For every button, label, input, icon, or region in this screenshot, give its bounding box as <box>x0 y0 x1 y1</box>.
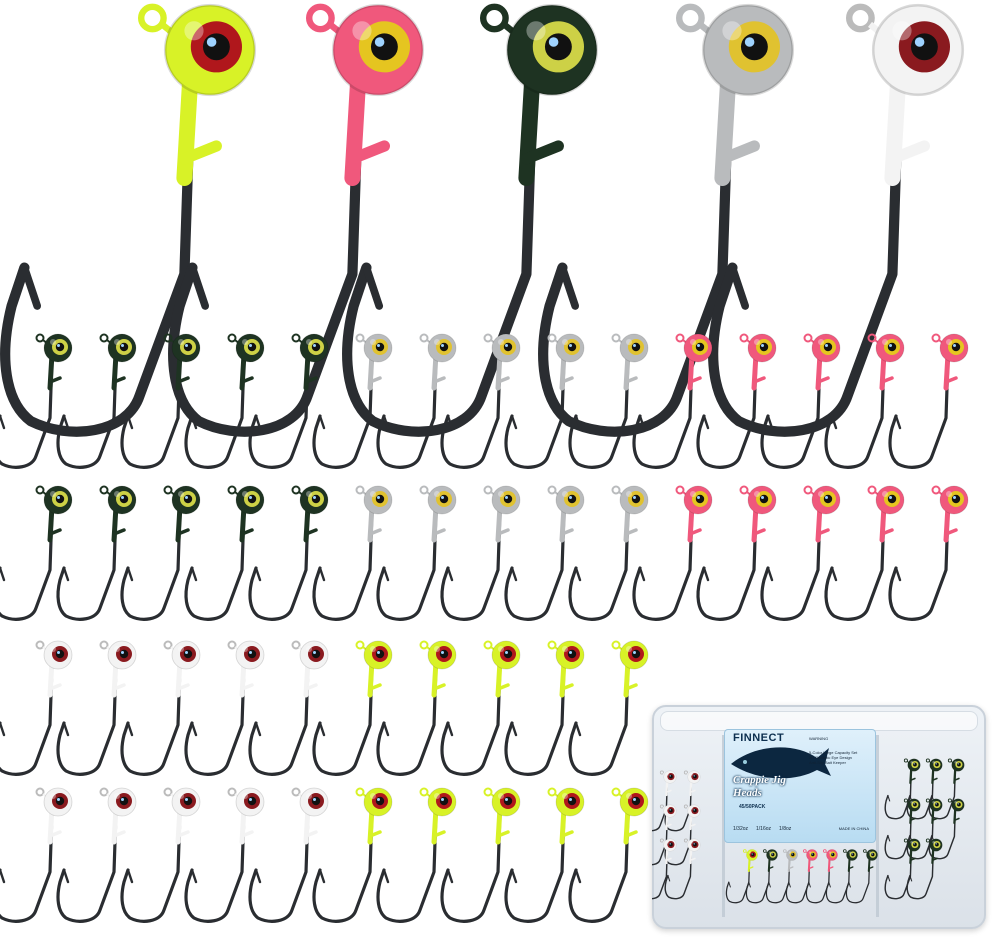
small-jig-pink <box>888 333 969 469</box>
box-jig-silver <box>765 849 798 904</box>
small-jig-silver <box>568 485 649 621</box>
box-divider <box>722 735 725 917</box>
large-jig-white <box>708 3 965 437</box>
warning-label: WARNING <box>809 736 829 741</box>
tackle-box: FINNECT WARNING 5-Color Large Capacity S… <box>652 705 986 929</box>
size-option: 1/16oz <box>756 826 772 832</box>
package-title: Crappie Jig Heads <box>733 774 786 799</box>
box-jig-pink <box>805 849 838 904</box>
small-jig-pink <box>696 485 777 621</box>
small-jig-white <box>248 640 329 776</box>
small-jig-pink <box>760 485 841 621</box>
fish-logo-icon <box>731 747 831 779</box>
box-jig-white <box>664 804 701 866</box>
small-jig-white <box>56 787 137 923</box>
box-jig-black <box>745 849 778 904</box>
small-jig-black <box>56 333 137 469</box>
box-jig-white <box>652 804 677 866</box>
box-jig-black <box>825 849 858 904</box>
small-jig-pink <box>696 333 777 469</box>
small-jig-pink <box>824 333 905 469</box>
small-jig-chartreuse <box>440 787 521 923</box>
small-jig-black <box>184 333 265 469</box>
box-jig-black <box>845 849 878 904</box>
size-options: 1/32oz 1/16oz 1/8oz <box>733 826 873 832</box>
small-jig-white <box>120 787 201 923</box>
box-jig-white <box>664 770 701 832</box>
small-jig-silver <box>440 485 521 621</box>
small-jig-chartreuse <box>568 640 649 776</box>
small-jig-pink <box>824 485 905 621</box>
small-jig-silver <box>504 485 585 621</box>
size-option: 1/32oz <box>733 826 749 832</box>
small-jig-silver <box>312 485 393 621</box>
small-jig-chartreuse <box>312 640 393 776</box>
small-jig-pink <box>760 333 841 469</box>
box-jig-black <box>928 758 965 820</box>
small-jig-silver <box>568 333 649 469</box>
made-in-label: MADE IN CHINA <box>838 826 869 831</box>
small-jig-black <box>56 485 137 621</box>
box-jig-white <box>652 838 677 900</box>
small-jig-chartreuse <box>504 640 585 776</box>
large-jig-black <box>342 3 599 437</box>
box-contents <box>652 758 965 904</box>
small-jig-chartreuse <box>568 787 649 923</box>
small-jig-white <box>120 640 201 776</box>
small-jig-black <box>0 485 73 621</box>
feature-item: Anti-Slip Bait Keeper <box>809 760 846 765</box>
small-jig-silver <box>504 333 585 469</box>
small-jig-chartreuse <box>376 640 457 776</box>
small-jig-chartreuse <box>312 787 393 923</box>
box-jig-black <box>884 798 921 860</box>
small-jig-white <box>248 787 329 923</box>
small-jig-white <box>184 640 265 776</box>
box-divider <box>876 735 879 917</box>
small-jig-silver <box>376 333 457 469</box>
box-jig-black <box>884 838 921 900</box>
brand-name: FINNECT <box>733 732 785 744</box>
small-jig-pink <box>888 485 969 621</box>
small-jig-white <box>0 640 73 776</box>
large-jig-silver <box>538 3 795 437</box>
small-jig-black <box>248 333 329 469</box>
small-jig-black <box>120 333 201 469</box>
box-jig-black <box>884 758 921 820</box>
small-jig-white <box>184 787 265 923</box>
small-jig-chartreuse <box>376 787 457 923</box>
small-jig-pink <box>632 485 713 621</box>
small-jig-black <box>0 333 73 469</box>
feature-item: 3D Realistic Eye Design <box>809 755 852 760</box>
pack-count: 45/50PACK <box>739 804 766 810</box>
small-jig-silver <box>440 333 521 469</box>
size-option: 1/8oz <box>779 826 792 832</box>
small-jig-black <box>248 485 329 621</box>
small-jig-silver <box>312 333 393 469</box>
small-jig-white <box>0 787 73 923</box>
box-jig-black <box>906 798 943 860</box>
box-jig-pink <box>785 849 818 904</box>
box-jig-white <box>664 838 701 900</box>
small-jig-chartreuse <box>440 640 521 776</box>
small-jig-white <box>56 640 137 776</box>
large-jig-chartreuse <box>0 3 257 437</box>
package-card: FINNECT WARNING 5-Color Large Capacity S… <box>724 729 876 843</box>
small-jig-silver <box>376 485 457 621</box>
feature-item: 5-Color Large Capacity Set <box>809 750 858 755</box>
small-jig-black <box>120 485 201 621</box>
small-jig-black <box>184 485 265 621</box>
box-jig-black <box>906 838 943 900</box>
box-jig-white <box>652 770 677 832</box>
small-jig-chartreuse <box>504 787 585 923</box>
feature-list: 5-Color Large Capacity Set 3D Realistic … <box>809 750 871 765</box>
box-jig-chartreuse <box>725 849 758 904</box>
small-jig-pink <box>632 333 713 469</box>
